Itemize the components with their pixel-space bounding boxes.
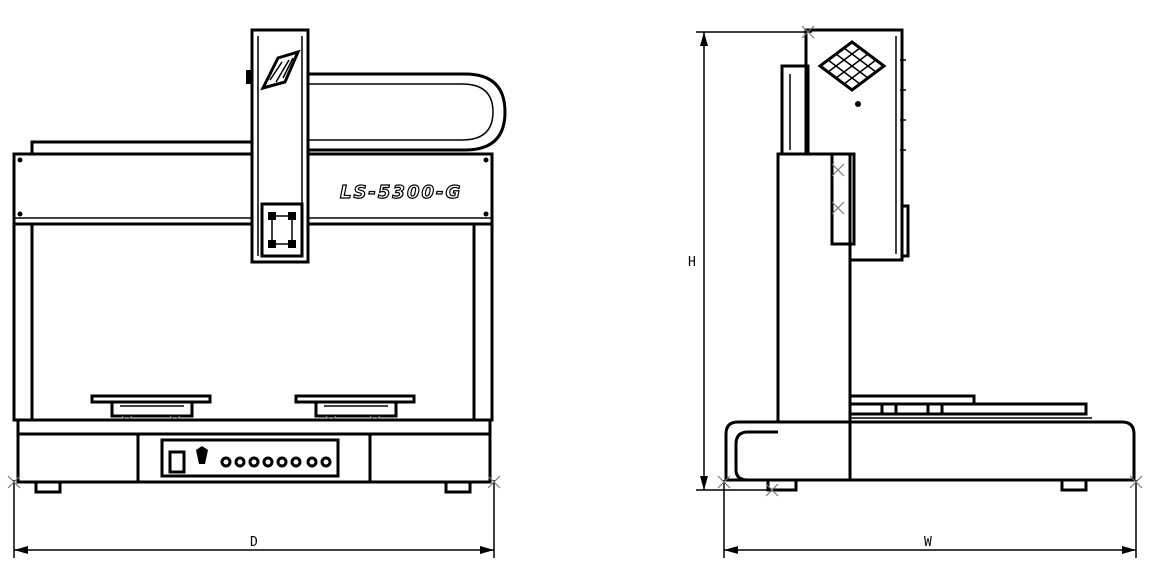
side-view: H W [688,25,1143,558]
side-base [724,420,1136,482]
front-right-foot [444,480,472,494]
tool-block [260,202,304,258]
dimension-d-label: D [250,535,258,550]
front-left-foot [34,480,62,494]
vent-grille [817,40,887,107]
front-view: LS-5300-G [7,28,507,558]
dimension-d: D [7,475,501,558]
dimension-w: W [717,475,1143,558]
side-right-foot [1060,478,1088,492]
right-fixture [294,394,416,418]
front-base [16,418,492,484]
dimension-h-label: H [688,255,696,270]
side-cable-guide [780,64,810,158]
left-fixture [90,394,212,418]
cable-loop [300,72,507,152]
right-leg [472,222,494,422]
control-panel [136,432,372,484]
brand-logo [260,49,301,91]
left-leg [12,222,34,422]
dimension-w-label: W [924,535,932,550]
dimension-h: H [688,25,815,497]
top-rail [30,140,256,156]
side-left-foot [766,478,798,492]
z-axis-head [250,28,310,264]
model-label: LS-5300-G [340,182,462,203]
side-rail [848,394,1092,419]
